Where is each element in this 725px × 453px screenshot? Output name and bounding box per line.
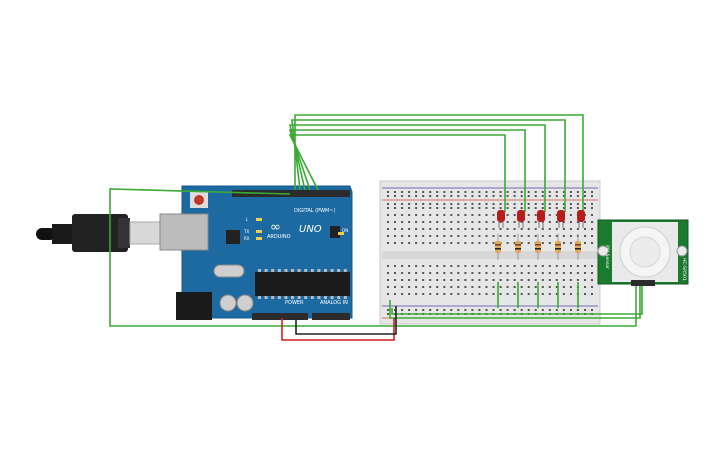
red-led — [497, 210, 505, 222]
arduino-uno-board: DIGITAL (PWM~) POWER ANALOG IN UNO ARDUI… — [159, 185, 353, 320]
led-row — [497, 210, 585, 228]
wire-green-pir-signal — [109, 188, 637, 327]
tx-label: TX — [243, 229, 249, 234]
wire-black-gnd — [295, 306, 397, 335]
red-led — [517, 210, 525, 222]
atmega-chip — [255, 272, 350, 296]
ground-jumper-row — [497, 282, 579, 308]
wire-green-led-3 — [288, 124, 546, 212]
wires — [109, 114, 643, 341]
capacitor — [219, 294, 237, 312]
resistor-row — [495, 234, 581, 260]
analog-header — [312, 313, 350, 320]
on-label: ON — [342, 228, 348, 233]
uno-logo-text: UNO — [299, 224, 322, 235]
wire-green-led-5 — [288, 134, 506, 212]
infinity-logo: ∞ — [270, 220, 281, 235]
wire-green-led-4 — [288, 129, 526, 212]
capacitor — [236, 294, 254, 312]
wire-green-led-2 — [291, 119, 566, 212]
pir-sensor: PIR Sensor HC-SR501 — [597, 219, 689, 286]
pir-model-text: HC-SR501 — [681, 258, 687, 281]
red-led — [557, 210, 565, 222]
resistor — [495, 241, 501, 253]
resistor — [555, 241, 561, 253]
wire-red-5v — [281, 318, 395, 341]
l-label: L — [246, 217, 249, 222]
digital-header-label: DIGITAL (PWM~) — [294, 208, 336, 214]
resistor — [515, 241, 521, 253]
reset-button — [194, 195, 204, 205]
resistor — [535, 241, 541, 253]
power-header-label: POWER — [285, 300, 304, 306]
pir-label: PIR Sensor — [604, 245, 610, 269]
resistor — [575, 241, 581, 253]
power-header — [252, 313, 308, 320]
usb-cable — [36, 214, 161, 252]
usb-port — [159, 213, 209, 251]
power-jack — [176, 292, 212, 320]
wire-green-pir-3 — [391, 268, 643, 315]
red-led — [537, 210, 545, 222]
analog-header-label: ANALOG IN — [320, 300, 348, 306]
arduino-logo-text: ARDUINO — [267, 234, 291, 240]
wire-green-pir-2 — [389, 268, 641, 319]
red-led — [577, 210, 585, 222]
digital-header — [232, 190, 350, 197]
rx-label: RX — [244, 236, 250, 241]
breadboard — [379, 180, 601, 325]
